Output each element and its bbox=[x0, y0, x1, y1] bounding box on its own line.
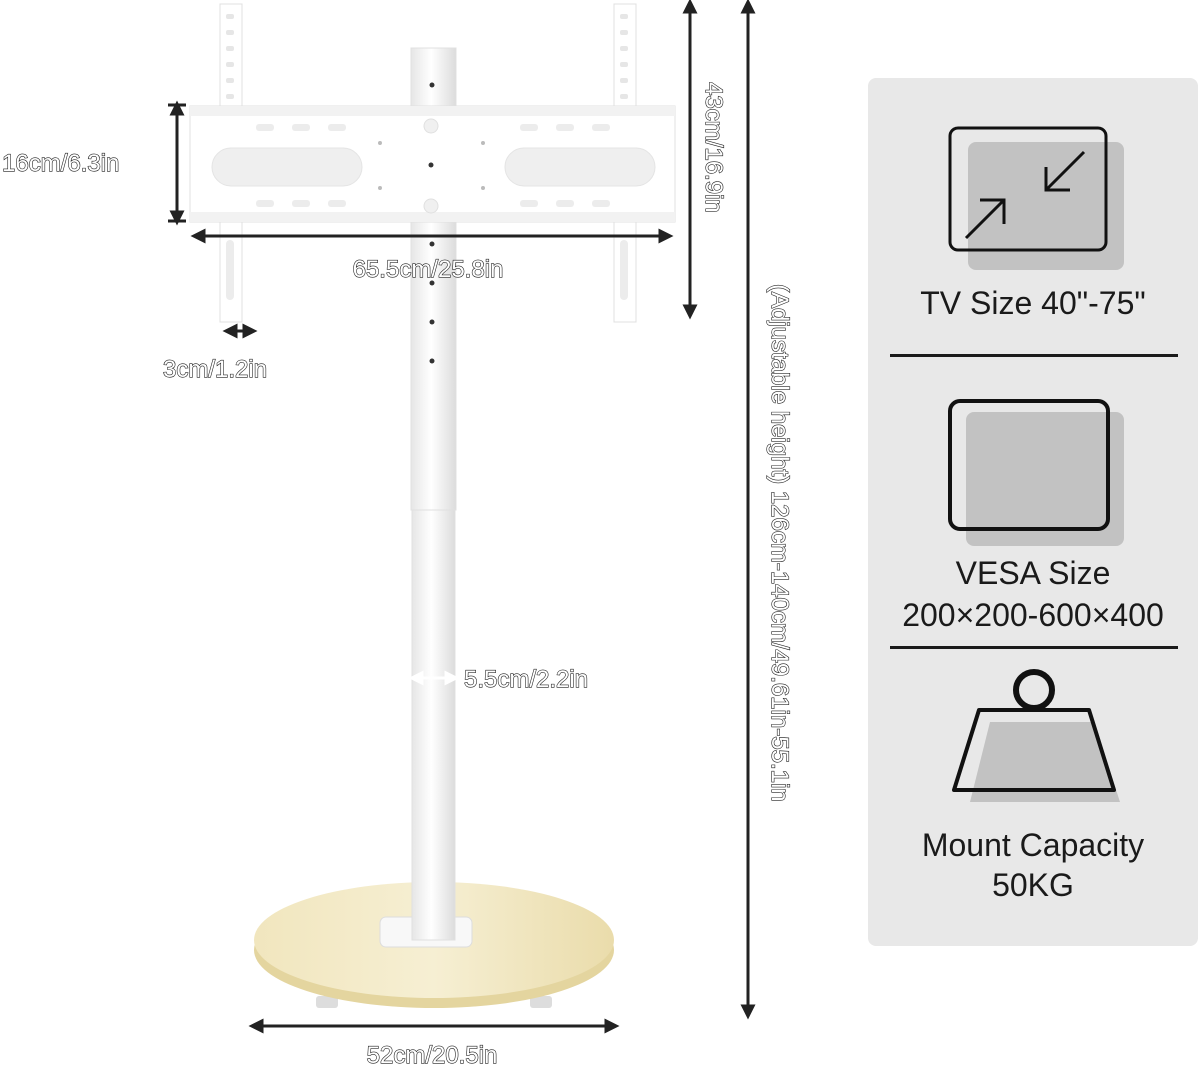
pole-hole bbox=[429, 319, 435, 325]
pole-hole bbox=[429, 358, 435, 364]
bracket-width-label: 65.5cm/25.8in bbox=[353, 256, 504, 283]
plate-slot-right bbox=[504, 147, 656, 187]
bracket-height-label: 16cm/6.3in bbox=[2, 150, 119, 177]
vesa-size-label: VESA Size bbox=[955, 555, 1111, 591]
tv-size-label: TV Size 40"-75" bbox=[920, 285, 1146, 321]
vertical-travel-label: 43cm/16.9in bbox=[700, 82, 727, 213]
base-foot-left bbox=[316, 996, 338, 1008]
plate-slot-left bbox=[211, 147, 363, 187]
pole-diameter-label: 5.5cm/2.2in bbox=[464, 666, 588, 693]
base-diameter-label: 52cm/20.5in bbox=[367, 1042, 498, 1069]
weight-icon bbox=[952, 669, 1120, 802]
pole-hole bbox=[429, 280, 435, 286]
square-frame-icon bbox=[948, 399, 1124, 546]
pole-hole bbox=[429, 82, 435, 88]
mount-capacity-label: Mount Capacity bbox=[921, 827, 1145, 863]
pole-hole bbox=[429, 241, 435, 247]
vesa-size-value: 200×200-600×400 bbox=[902, 597, 1164, 633]
total-height-label: (Adjustable height) 126cm-140cm/49.61in-… bbox=[766, 284, 793, 802]
spec-divider bbox=[890, 354, 1178, 357]
spec-divider bbox=[890, 646, 1178, 649]
mount-capacity-value: 50KG bbox=[992, 867, 1074, 903]
bracket-plate bbox=[189, 105, 676, 223]
pole-lower bbox=[411, 509, 456, 941]
bracket-depth-label: 3cm/1.2in bbox=[163, 356, 267, 383]
specs-panel: TV Size 40"-75" VESA Size 200×200-600×40… bbox=[868, 78, 1198, 946]
resize-arrows-icon bbox=[948, 126, 1124, 270]
base-foot-right bbox=[530, 996, 552, 1008]
